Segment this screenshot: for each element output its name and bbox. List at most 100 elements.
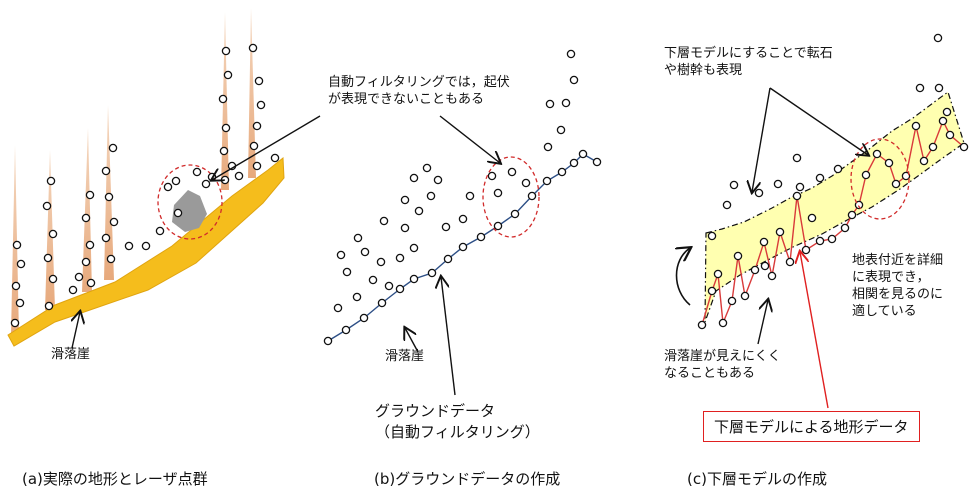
laser-point: [521, 178, 531, 188]
laser-point: [919, 156, 929, 166]
laser-point: [409, 243, 419, 253]
laser-point: [395, 284, 405, 294]
laser-point: [353, 233, 363, 243]
laser-point: [884, 158, 894, 168]
laser-point: [792, 153, 802, 163]
laser-point: [342, 267, 352, 277]
laser-point: [942, 107, 952, 117]
laser-point: [754, 188, 764, 198]
laser-point: [81, 213, 91, 223]
laser-point: [234, 171, 244, 181]
laser-point: [422, 163, 432, 173]
leader-arrow: [752, 87, 771, 192]
laser-point: [409, 274, 419, 284]
annotation-scarp-c: 滑落崖が見えにくく なることもある: [664, 349, 781, 381]
laser-point: [248, 43, 258, 53]
annotation-detail: 地表付近を詳細 に表現でき， 相関を見るのに 適している: [852, 253, 944, 319]
laser-point: [545, 99, 555, 109]
laser-point: [377, 298, 387, 308]
laser-point: [86, 278, 96, 288]
laser-point: [409, 173, 419, 183]
tree-spike: [104, 105, 114, 280]
laser-point: [527, 191, 537, 201]
laser-point: [74, 272, 84, 282]
laser-point: [928, 142, 938, 152]
laser-point: [379, 216, 389, 226]
boulder: [172, 190, 207, 232]
laser-point: [556, 125, 566, 135]
laser-point: [252, 121, 262, 131]
terrain-data-box: 下層モデルによる地形データ: [703, 411, 920, 442]
laser-point: [254, 76, 264, 86]
laser-point: [767, 271, 777, 281]
leader-arrow: [439, 115, 500, 163]
laser-point: [815, 173, 825, 183]
laser-point: [219, 146, 229, 156]
caption-b: (b)グラウンドデータの作成: [374, 470, 561, 488]
laser-point: [270, 153, 280, 163]
laser-point: [578, 149, 588, 159]
annotation-lower-layer: 下層モデルにすることで転石 や樹幹も表現: [664, 46, 833, 78]
laser-point: [400, 223, 410, 233]
laser-point: [426, 191, 436, 201]
laser-point: [44, 301, 54, 311]
laser-point: [707, 286, 717, 296]
laser-point: [854, 200, 864, 210]
laser-point: [106, 254, 116, 264]
laser-point: [323, 336, 333, 346]
leader-arrow: [212, 115, 321, 180]
laser-point: [218, 94, 228, 104]
laser-point: [85, 240, 95, 250]
laser-point: [713, 269, 723, 279]
laser-point: [915, 83, 925, 93]
label-scarp-a: 滑落崖: [51, 347, 91, 362]
laser-point: [707, 231, 717, 241]
laser-point: [414, 206, 424, 216]
panel-a-terrain: [7, 8, 285, 347]
leader-arrow-red: [800, 252, 829, 409]
laser-point: [427, 268, 437, 278]
laser-point: [124, 241, 134, 251]
laser-point: [171, 176, 181, 186]
laser-point: [566, 49, 576, 59]
laser-point: [561, 98, 571, 108]
laser-point: [795, 182, 805, 192]
laser-point: [792, 191, 802, 201]
laser-point: [891, 179, 901, 189]
laser-point: [384, 281, 394, 291]
laser-point: [740, 291, 750, 301]
laser-point: [476, 232, 486, 242]
laser-point: [223, 70, 233, 80]
laser-point: [443, 254, 453, 264]
laser-point: [458, 242, 468, 252]
highlight-circle-b: [482, 156, 540, 238]
leader-arrow: [72, 312, 80, 349]
laser-point: [433, 175, 443, 185]
laser-point: [733, 251, 743, 261]
laser-point: [934, 83, 944, 93]
caption-c: (c)下層モデルの作成: [687, 470, 827, 488]
laser-point: [15, 298, 25, 308]
laser-point: [759, 237, 769, 247]
laser-point: [697, 320, 707, 330]
laser-point: [718, 318, 728, 328]
laser-point: [85, 190, 95, 200]
laser-points-b: [323, 49, 602, 346]
label-scarp-b: 滑落崖: [385, 349, 425, 364]
laser-point: [840, 223, 850, 233]
laser-point: [43, 253, 53, 263]
laser-point: [163, 182, 173, 192]
laser-point: [16, 259, 26, 269]
laser-point: [395, 253, 405, 263]
laser-point: [141, 241, 151, 251]
laser-point: [68, 285, 78, 295]
tree-spike: [248, 8, 256, 178]
laser-point: [722, 200, 732, 210]
laser-point: [221, 46, 231, 56]
laser-points-c: [697, 33, 969, 330]
laser-point: [173, 208, 183, 218]
laser-point: [465, 191, 475, 201]
laser-point: [221, 123, 231, 133]
laser-point: [192, 167, 202, 177]
